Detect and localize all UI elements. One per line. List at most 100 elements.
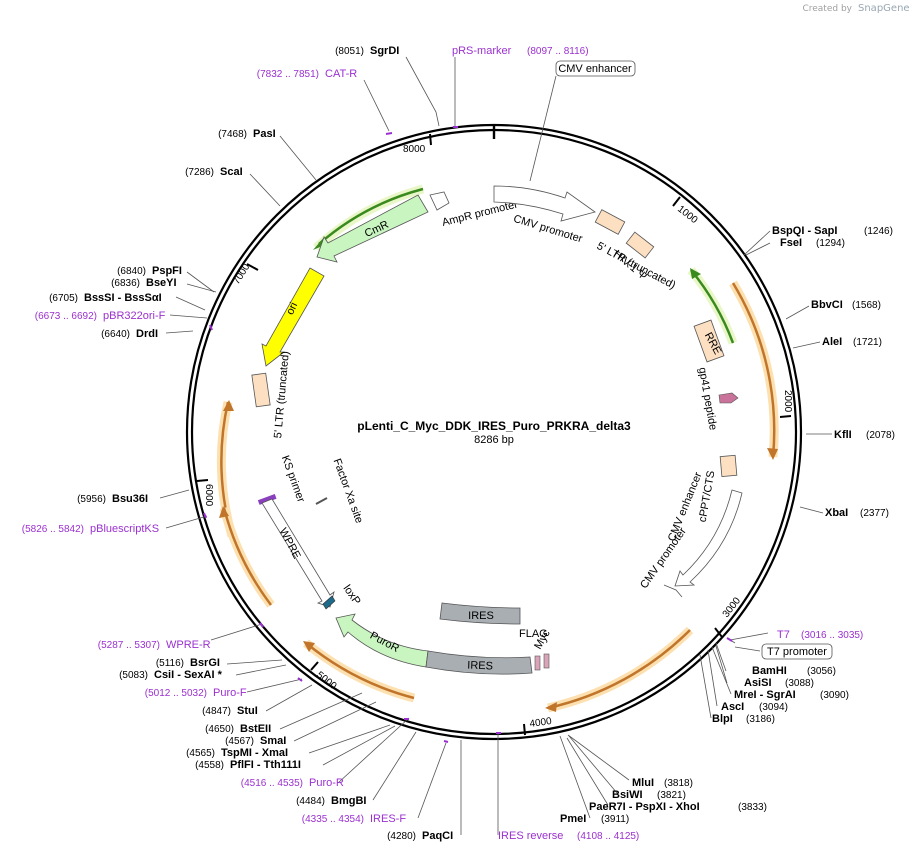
tspmi-position: (4565): [186, 748, 215, 759]
loxp-label: loxP: [341, 583, 363, 607]
mrei-label[interactable]: MreI - SgrAI: [734, 689, 796, 701]
puro-r-label[interactable]: Puro-R: [309, 777, 344, 789]
left-orange-line-lower: [222, 507, 272, 606]
puro-f-label[interactable]: Puro-F: [213, 687, 247, 699]
sgrdi-position: (8051): [335, 46, 364, 57]
bamhi-position: (3056): [807, 666, 836, 677]
cmv-enhancer-right-feature[interactable]: [674, 489, 743, 587]
ires-lower-label: IRES: [467, 660, 493, 673]
hiv1-psi-feature[interactable]: [625, 231, 655, 259]
ires-reverse-label[interactable]: IRES reverse: [498, 830, 563, 842]
myc-feature[interactable]: [543, 653, 550, 669]
blpi-label[interactable]: BlpI: [712, 713, 733, 725]
bbvci-label[interactable]: BbvCI: [811, 299, 843, 311]
bmgbi-label[interactable]: BmgBI: [331, 795, 366, 807]
primer-marks: [203, 126, 733, 743]
pbr322ori-f-position: (6673 .. 6692): [35, 311, 97, 322]
loxp-feature[interactable]: [322, 595, 336, 610]
ltr-left-label: 5' LTR (truncated): [272, 351, 292, 439]
asci-label[interactable]: AscI: [721, 701, 744, 713]
alei-label[interactable]: AleI: [822, 336, 842, 348]
bsssi-position: (6705): [49, 293, 78, 304]
cmr-feature[interactable]: [316, 194, 429, 263]
mlui-label[interactable]: MluI: [632, 777, 654, 789]
bsiwi-label[interactable]: BsiWI: [612, 789, 643, 801]
pspfi-position: (6840): [117, 266, 146, 277]
gp41-peptide-label: gp41 peptide: [696, 366, 719, 431]
stui-label[interactable]: StuI: [237, 705, 258, 717]
gp41-peptide-feature[interactable]: [718, 392, 739, 404]
smai-label[interactable]: SmaI: [260, 735, 286, 747]
pmei-label[interactable]: PmeI: [560, 813, 586, 825]
puror-feature[interactable]: [335, 613, 429, 668]
bsrgi-label[interactable]: BsrGI: [190, 657, 220, 669]
prs-marker-label[interactable]: pRS-marker: [452, 45, 512, 57]
bsteii-position: (4650): [205, 724, 234, 735]
pbr322ori-f-label[interactable]: pBR322ori-F: [103, 310, 166, 322]
puro-r-position: (4516 .. 4535): [241, 778, 303, 789]
snapgene-brand-label: SnapGene: [858, 3, 910, 14]
ampr-promoter-feature[interactable]: [429, 191, 450, 211]
bottom-right-orange-highlight: [547, 626, 694, 713]
smai-position: (4567): [225, 736, 254, 747]
pspfi-label[interactable]: PspFI: [152, 265, 182, 277]
t7-position: (3016 .. 3035): [801, 630, 863, 641]
bottom-right-orange-line: [547, 629, 691, 710]
ires-f-label[interactable]: IRES-F: [370, 813, 406, 825]
pasi-label[interactable]: PasI: [253, 128, 276, 140]
cmr-line-arrowhead: [313, 236, 325, 250]
paqci-label[interactable]: PaqCI: [422, 830, 453, 842]
scai-label[interactable]: ScaI: [220, 166, 243, 178]
flag-feature[interactable]: [534, 655, 541, 671]
sgrdi-label[interactable]: SgrDI: [370, 45, 399, 57]
bseyi-position: (6836): [111, 278, 140, 289]
tick-6000: 6000: [203, 484, 214, 507]
bsu36i-position: (5956): [77, 494, 106, 505]
ires-upper-feature[interactable]: [439, 602, 521, 625]
factor-xa-site-label: Factor Xa site: [331, 457, 365, 525]
pflfi-label[interactable]: PflFI - Tth111I: [230, 759, 301, 771]
fsei-label[interactable]: FseI: [780, 237, 802, 249]
blpi-position: (3186): [746, 714, 775, 725]
cmv-promoter-feature[interactable]: [493, 185, 596, 222]
right-green-arrowhead: [690, 268, 701, 279]
cmr-line-arc: [318, 187, 424, 245]
ori-feature[interactable]: [261, 267, 325, 367]
prs-marker-position: (8097 .. 8116): [527, 46, 589, 57]
ltr-top-feature[interactable]: [594, 209, 626, 235]
mlui-position: (3818): [664, 778, 693, 789]
cppt-cts-feature[interactable]: [719, 454, 738, 478]
t7-label[interactable]: T7: [777, 629, 790, 641]
cat-r-position: (7832 .. 7851): [257, 69, 319, 80]
tick-2000: 2000: [782, 390, 793, 413]
ires-reverse-position: (4108 .. 4125): [577, 831, 639, 842]
cat-r-label[interactable]: CAT-R: [325, 68, 357, 80]
ltr-left-feature[interactable]: [251, 372, 271, 408]
drdi-label[interactable]: DrdI: [136, 328, 158, 340]
asisi-label[interactable]: AsiSI: [744, 677, 772, 689]
bseyi-label[interactable]: BseYI: [146, 277, 177, 289]
paer7i-label[interactable]: PaeR7I - PspXI - XhoI: [589, 801, 700, 813]
drdi-position: (6640): [101, 329, 130, 340]
wpre-r-label[interactable]: WPRE-R: [166, 639, 211, 651]
bsssi-label[interactable]: BssSI - BssSαI: [84, 292, 162, 304]
ks-primer-feature[interactable]: [257, 494, 277, 505]
pbluescriptks-position: (5826 .. 5842): [22, 524, 84, 535]
xbai-label[interactable]: XbaI: [825, 507, 848, 519]
tspmi-label[interactable]: TspMI - XmaI: [221, 747, 288, 759]
kfli-label[interactable]: KflI: [834, 429, 852, 441]
bamhi-label[interactable]: BamHI: [752, 665, 787, 677]
mrei-position: (3090): [820, 690, 849, 701]
csii-label[interactable]: CsiI - SexAI *: [154, 669, 223, 681]
pbluescriptks-label[interactable]: pBluescriptKS: [90, 523, 159, 535]
rre-feature[interactable]: [693, 319, 725, 363]
bspqi-label[interactable]: BspQI - SapI: [772, 225, 837, 237]
factor-xa-site-feature[interactable]: [315, 497, 328, 505]
bsiwi-position: (3821): [657, 790, 686, 801]
bottom-left-orange-arrowhead: [303, 641, 315, 652]
ires-lower-feature[interactable]: [425, 650, 533, 675]
bsteii-label[interactable]: BstEII: [240, 723, 271, 735]
cmv-right-tail: [663, 584, 683, 598]
bsu36i-label[interactable]: Bsu36I: [112, 493, 148, 505]
